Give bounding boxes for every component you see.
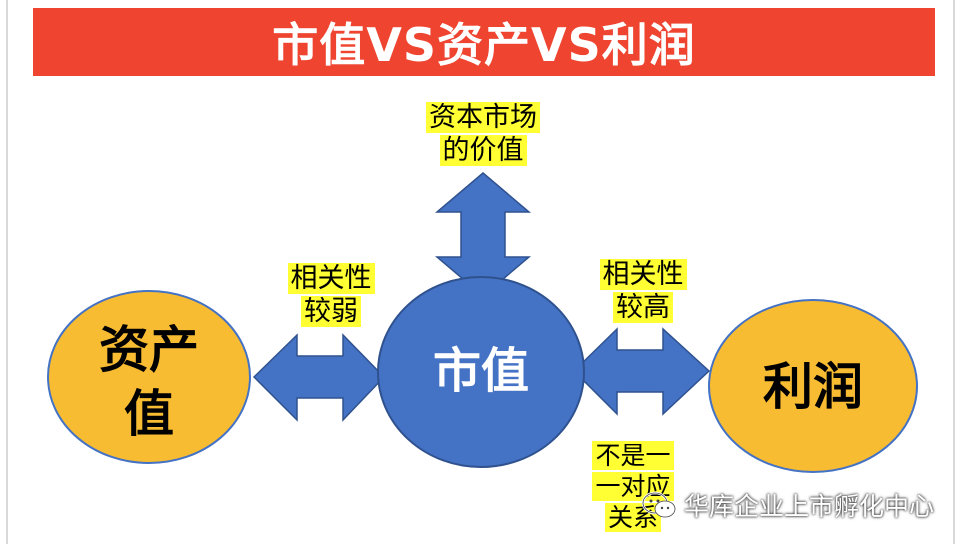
capital-market-value-label: 资本市场 的价值 [400,101,566,167]
capital-market-value-line2: 的价值 [439,135,527,166]
capital-market-value-line1: 资本市场 [426,102,540,133]
watermark-text: 华库企业上市孵化中心 [684,492,935,521]
not-one-to-one-line2: 一对应 [592,472,674,501]
slide-border-right [953,0,955,544]
high-correlation-line1: 相关性 [599,259,687,290]
right-double-arrow [572,327,711,416]
not-one-to-one-line1: 不是一 [592,441,674,470]
wechat-icon [641,491,676,518]
assets-node-label: 资产 值 [69,318,229,446]
market-cap-circle [377,276,585,468]
not-one-to-one-label: 不是一 一对应 关系 [578,440,688,533]
weak-correlation-line2: 较弱 [301,296,361,327]
assets-label-line1: 资产 [99,321,199,379]
assets-circle [47,290,251,464]
high-correlation-line2: 较高 [613,292,673,323]
watermark: 华库企业上市孵化中心 [640,487,934,523]
title-banner: 市值VS资产VS利润 [33,8,935,76]
weak-correlation-label: 相关性 较弱 [266,262,396,328]
left-double-arrow [252,333,386,422]
market-cap-node-label: 市值 [432,343,529,399]
page-title: 市值VS资产VS利润 [272,18,696,72]
high-correlation-label: 相关性 较高 [578,258,708,324]
weak-correlation-line1: 相关性 [287,263,375,294]
not-one-to-one-line3: 关系 [604,503,661,532]
profit-node-label: 利润 [763,358,863,416]
profit-circle [708,299,918,473]
assets-label-line2: 值 [124,385,174,443]
slide-border-left [6,0,8,544]
